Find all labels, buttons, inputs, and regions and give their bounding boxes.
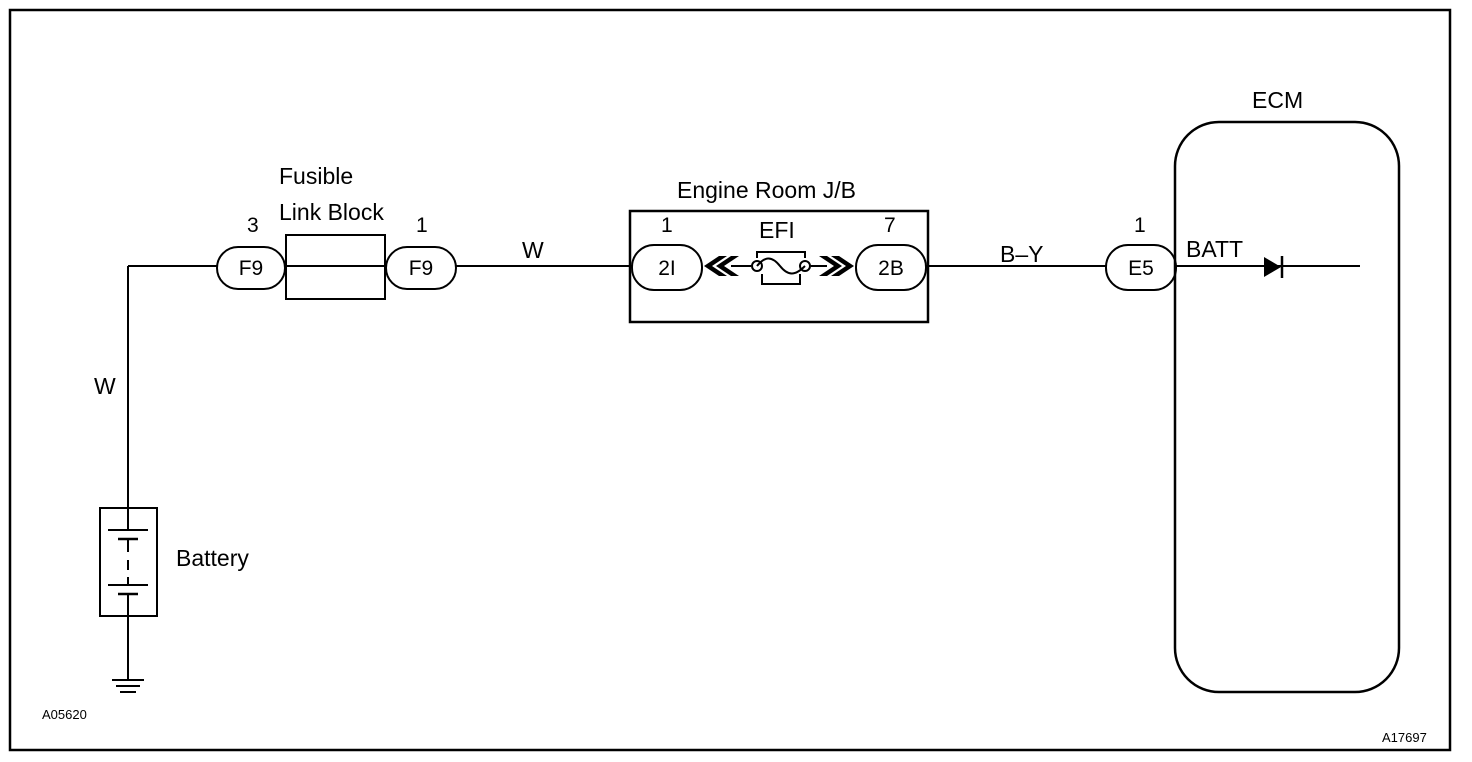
ground-icon: [112, 616, 144, 693]
connector-jb-out-pin: 7: [884, 214, 896, 237]
figure-code-left: A05620: [42, 707, 87, 722]
connector-jb-in: 2I: [631, 244, 703, 291]
battery-label: Battery: [176, 545, 249, 571]
fusible-link-block: [285, 234, 386, 300]
fusible-link-block-label-line2: Link Block: [279, 199, 384, 225]
connector-jb-out: 2B: [855, 244, 927, 291]
fuse-icon: [731, 251, 827, 285]
connector-ecm-in-code: E5: [1128, 257, 1154, 280]
chevron-left-icon: [704, 256, 739, 276]
wire-label-fusible-to-jb: W: [522, 237, 544, 263]
ecm-label: ECM: [1252, 87, 1303, 113]
wire-label-jb-to-ecm: B–Y: [1000, 241, 1043, 267]
diagram-frame: [8, 8, 1452, 752]
connector-ecm-in: E5: [1105, 244, 1177, 291]
engine-room-jb-box: [628, 209, 930, 324]
connector-fusible-in-code: F9: [239, 257, 264, 280]
wire-battery-to-fusible: [127, 265, 217, 508]
efi-fuse-label: EFI: [759, 217, 795, 243]
wire-label-battery: W: [94, 373, 116, 399]
connector-fusible-out-pin: 1: [416, 214, 428, 237]
connector-jb-in-code: 2I: [658, 257, 676, 280]
diode-icon: [1264, 256, 1284, 278]
figure-code-right: A17697: [1382, 730, 1427, 745]
connector-fusible-out: F9: [385, 246, 457, 290]
chevron-right-icon: [819, 256, 854, 276]
engine-room-jb-label: Engine Room J/B: [677, 177, 856, 203]
connector-fusible-in: F9: [216, 246, 286, 290]
battery-symbol: [99, 507, 158, 617]
connector-jb-in-pin: 1: [661, 214, 673, 237]
batt-terminal-label: BATT: [1186, 236, 1243, 262]
ecm-box: [1173, 120, 1401, 694]
connector-jb-out-code: 2B: [878, 257, 904, 280]
connector-ecm-in-pin: 1: [1134, 214, 1146, 237]
connector-fusible-in-pin: 3: [247, 214, 259, 237]
connector-fusible-out-code: F9: [409, 257, 434, 280]
fusible-link-block-label-line1: Fusible: [279, 163, 353, 189]
